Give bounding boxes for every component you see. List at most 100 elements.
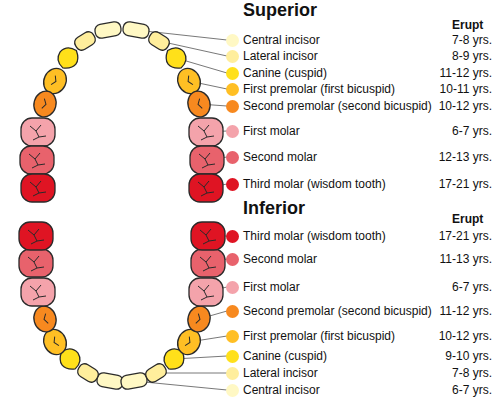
- eruption-age: 7-8 yrs.: [452, 32, 492, 48]
- molar-crown: [21, 174, 55, 202]
- tooth-name: First premolar (first bicuspid): [243, 328, 395, 344]
- tooth-shape: [19, 222, 53, 250]
- leader-line: [134, 381, 227, 390]
- tooth-name: Second molar: [243, 251, 317, 267]
- molar-crown: [21, 278, 55, 306]
- tooth-shape: [31, 89, 59, 120]
- tooth-name: Second molar: [243, 149, 317, 165]
- eruption-age: 10-12 yrs.: [439, 328, 492, 344]
- premolar-fissure: [43, 314, 48, 324]
- tooth-shape: [146, 29, 171, 52]
- premolar-fissure: [51, 76, 58, 86]
- tooth-name: First molar: [243, 123, 300, 139]
- tooth-name: First molar: [243, 279, 300, 295]
- color-swatch: [226, 100, 239, 113]
- eruption-age: 10-12 yrs.: [439, 98, 492, 114]
- tooth-shape: [96, 372, 124, 390]
- incisor-crown: [120, 372, 148, 390]
- eruption-age: 7-8 yrs.: [452, 365, 492, 381]
- tooth-shape: [19, 249, 53, 277]
- eruption-age: 10-11 yrs.: [440, 81, 492, 97]
- molar-crown: [21, 118, 55, 146]
- premolar-fissure: [197, 99, 202, 109]
- column-heading: Erupt: [452, 17, 483, 33]
- molar-crown: [19, 249, 53, 277]
- molar-fissure: [198, 125, 214, 140]
- molar-fissure: [198, 181, 214, 196]
- molar-fissure: [30, 181, 46, 196]
- eruption-age: 9-10 yrs.: [445, 348, 492, 364]
- tooth-name: Canine (cuspid): [243, 348, 327, 364]
- tooth-name: Third molar (wisdom tooth): [243, 176, 386, 192]
- color-swatch: [226, 34, 239, 47]
- premolar-crown: [31, 304, 59, 335]
- section-heading: Inferior: [243, 200, 305, 216]
- incisor-crown: [94, 21, 122, 39]
- tooth-shape: [191, 249, 225, 277]
- eruption-age: 17-21 yrs.: [439, 176, 492, 192]
- molar-fissure: [30, 125, 46, 140]
- tooth-shape: [185, 89, 213, 120]
- premolar-fissure: [196, 314, 201, 324]
- molar-fissure: [200, 256, 216, 271]
- molar-fissure: [29, 153, 45, 168]
- color-swatch: [226, 253, 239, 266]
- eruption-age: 6-7 yrs.: [452, 279, 492, 295]
- tooth-name: Second premolar (second bicuspid): [243, 98, 432, 114]
- incisor-crown: [72, 29, 97, 52]
- tooth-name: Third molar (wisdom tooth): [243, 228, 386, 244]
- tooth-shape: [189, 278, 223, 306]
- molar-crown: [189, 174, 223, 202]
- tooth-illustration: [19, 21, 225, 390]
- molar-fissure: [28, 256, 44, 271]
- color-swatch: [226, 350, 239, 363]
- section-heading: Superior: [243, 2, 317, 18]
- tooth-shape: [190, 146, 224, 174]
- color-swatch: [226, 83, 239, 96]
- tooth-name: Lateral incisor: [243, 48, 318, 64]
- eruption-age: 17-21 yrs.: [439, 228, 492, 244]
- color-swatch: [226, 230, 239, 243]
- tooth-name: Second premolar (second bicuspid): [243, 303, 432, 319]
- eruption-age: 8-9 yrs.: [452, 48, 492, 64]
- eruption-age: 12-13 yrs.: [439, 149, 492, 165]
- premolar-crown: [185, 304, 213, 335]
- leader-lines: [134, 30, 227, 390]
- tooth-shape: [122, 21, 150, 39]
- tooth-name: First premolar (first bicuspid): [243, 81, 395, 97]
- tooth-shape: [21, 174, 55, 202]
- color-swatch: [226, 367, 239, 380]
- tooth-shape: [72, 29, 97, 52]
- tooth-shape: [191, 222, 225, 250]
- molar-fissure: [200, 229, 216, 244]
- premolar-fissure: [52, 337, 59, 347]
- tooth-shape: [120, 372, 148, 390]
- color-swatch: [226, 50, 239, 63]
- molar-crown: [189, 278, 223, 306]
- color-swatch: [226, 330, 239, 343]
- premolar-fissure: [186, 76, 193, 86]
- molar-crown: [191, 222, 225, 250]
- tooth-shape: [189, 118, 223, 146]
- color-swatch: [226, 305, 239, 318]
- color-swatch: [226, 151, 239, 164]
- tooth-shape: [31, 304, 59, 335]
- molar-fissure: [28, 229, 44, 244]
- tooth-shape: [21, 278, 55, 306]
- premolar-fissure: [42, 99, 47, 109]
- eruption-age: 11-12 yrs.: [440, 65, 492, 81]
- premolar-crown: [31, 89, 59, 120]
- molar-crown: [190, 146, 224, 174]
- eruption-age: 11-13 yrs.: [440, 251, 492, 267]
- premolar-fissure: [185, 337, 192, 347]
- tooth-shape: [189, 174, 223, 202]
- color-swatch: [226, 125, 239, 138]
- tooth-shape: [21, 118, 55, 146]
- molar-crown: [20, 146, 54, 174]
- incisor-crown: [146, 29, 171, 52]
- tooth-shape: [20, 146, 54, 174]
- tooth-name: Central incisor: [243, 32, 320, 48]
- molar-crown: [19, 222, 53, 250]
- color-swatch: [226, 384, 239, 397]
